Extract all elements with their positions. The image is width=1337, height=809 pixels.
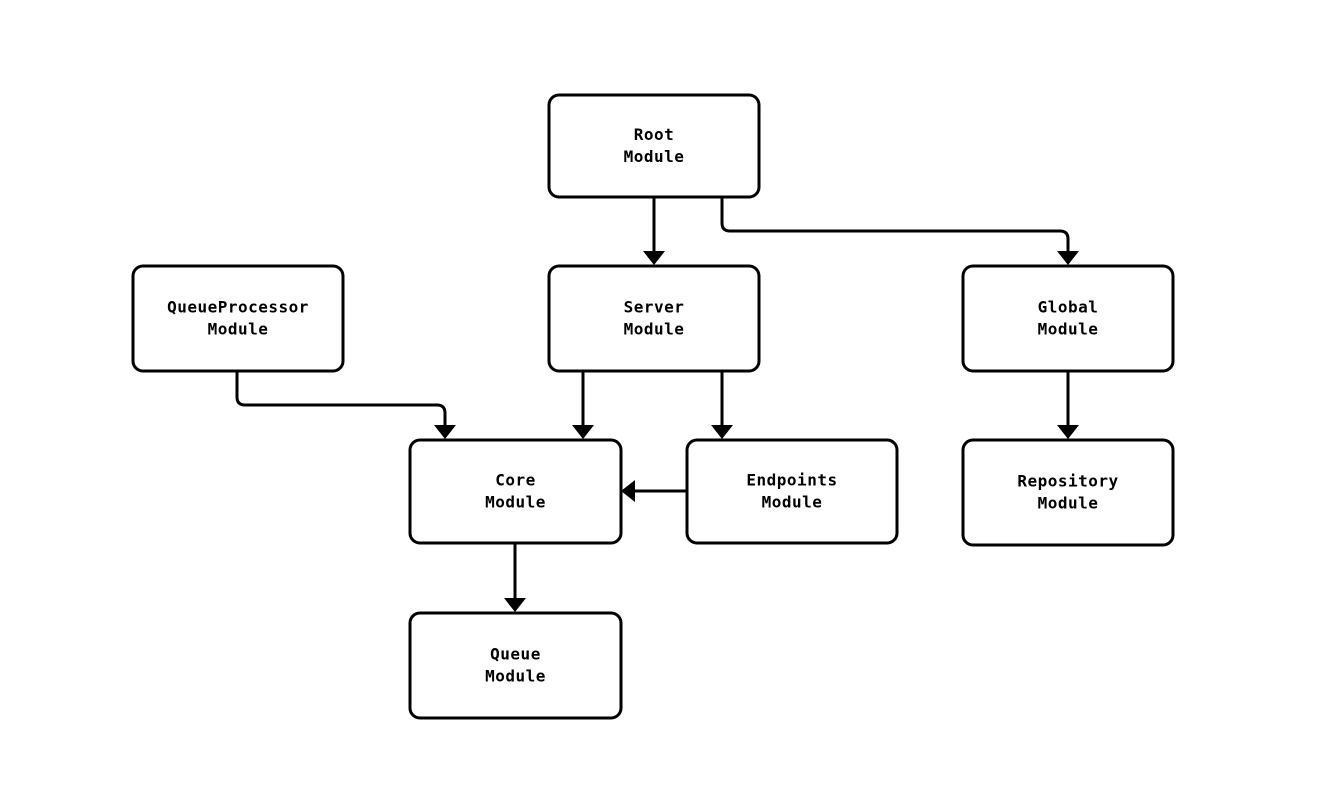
- arrow-head-icon: [434, 425, 456, 439]
- edge-core-to-queue: [504, 543, 526, 612]
- node-box[interactable]: [547, 93, 761, 199]
- node-box[interactable]: [131, 264, 345, 373]
- node-box[interactable]: [547, 264, 761, 373]
- node-label-line2: Module: [624, 319, 685, 338]
- edge-queueprocessor-to-core: [235, 371, 456, 439]
- arrow-head-icon: [572, 425, 594, 439]
- node-label-line2: Module: [485, 666, 546, 685]
- edge-root-to-server: [643, 197, 665, 265]
- node-label-line1: Endpoints: [746, 470, 837, 489]
- node-label-line2: Module: [1038, 493, 1099, 512]
- node-box[interactable]: [961, 264, 1175, 373]
- edge-line: [720, 197, 1070, 252]
- edge-server-to-core: [572, 371, 594, 439]
- node-label-line1: Root: [634, 125, 675, 144]
- node-label-line2: Module: [624, 147, 685, 166]
- edge-server-to-endpoints: [711, 371, 733, 439]
- edge-global-to-repository: [1057, 371, 1079, 439]
- node-label-line1: Core: [495, 470, 536, 489]
- node-label-line2: Module: [762, 492, 823, 511]
- node-label-line1: QueueProcessor: [167, 297, 309, 316]
- node-box[interactable]: [961, 438, 1175, 547]
- arrow-head-icon: [621, 480, 635, 502]
- node-box[interactable]: [408, 611, 623, 720]
- node-box[interactable]: [408, 438, 623, 545]
- node-label-line1: Repository: [1017, 471, 1118, 490]
- arrow-head-icon: [643, 251, 665, 265]
- edges-layer: [235, 197, 1079, 612]
- node-label-line2: Module: [208, 319, 269, 338]
- node-label-line1: Global: [1038, 297, 1099, 316]
- edge-endpoints-to-core: [621, 480, 687, 502]
- arrow-head-icon: [1057, 251, 1079, 265]
- arrow-head-icon: [1057, 425, 1079, 439]
- arrow-head-icon: [711, 425, 733, 439]
- edge-line: [235, 371, 447, 426]
- node-label-line1: Queue: [490, 644, 541, 663]
- node-box[interactable]: [685, 438, 899, 545]
- node-label-line1: Server: [624, 297, 685, 316]
- arrow-head-icon: [504, 598, 526, 612]
- edge-root-to-global: [720, 197, 1079, 265]
- node-label-line2: Module: [485, 492, 546, 511]
- node-label-line2: Module: [1038, 319, 1099, 338]
